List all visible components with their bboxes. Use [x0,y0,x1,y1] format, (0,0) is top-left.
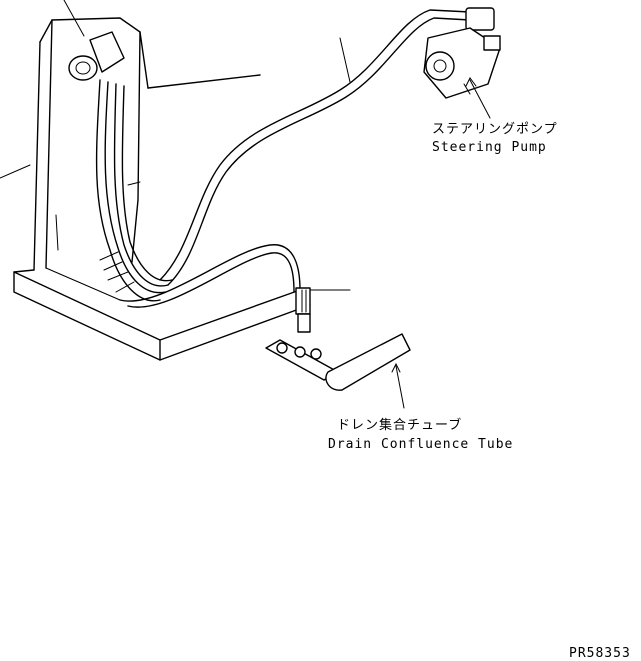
drain-tube-arrow [391,362,401,373]
drain-tube-label-en: Drain Confluence Tube [328,437,514,452]
drain-tube-label-jp: ドレン集合チューブ [337,418,463,433]
steering-pump-leader [469,79,491,119]
steering-pump-label-jp: ステアリングポンプ [432,122,558,137]
tank-fitting [63,0,125,81]
steering-pump-label-en: Steering Pump [432,140,547,155]
drain-hose [119,244,351,333]
pressure-line [159,9,471,286]
hydraulic-tank [0,17,311,361]
steering-pump-arrow [465,77,477,87]
suction-hoses [95,79,173,302]
drain-confluence-tube [265,333,411,391]
drain-tube-leader [395,365,405,409]
drawing-code: PR58353 [569,646,631,661]
steering-pump [423,7,501,99]
